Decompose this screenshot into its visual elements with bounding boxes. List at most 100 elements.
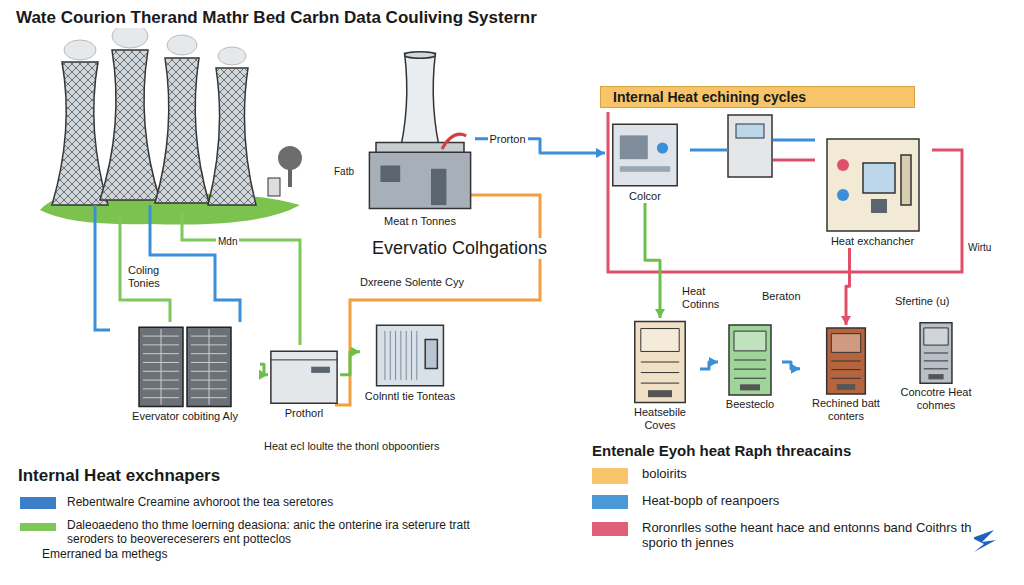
- water-pipe: [690, 149, 728, 152]
- logo: [972, 530, 996, 552]
- icon-part: [740, 384, 760, 390]
- text-label: Mdn: [216, 236, 239, 248]
- icon-part: [920, 323, 952, 384]
- icon-part: [924, 328, 948, 345]
- icon-part: [734, 331, 766, 351]
- equipment-node: Evervator cobiting Aly: [110, 322, 260, 423]
- text-label: Coling Tonies: [126, 264, 180, 289]
- icon-part: [657, 142, 668, 153]
- icon-part: [390, 331, 391, 380]
- equipment-label: Concotre Heat cohmes: [896, 386, 976, 411]
- icon-part: [395, 331, 396, 380]
- text-label: Beraton: [760, 290, 803, 303]
- icon-part: [641, 362, 679, 363]
- icon-part: [928, 374, 943, 379]
- equipment-label: Meat n Tonnes: [382, 215, 458, 228]
- tree-crown: [278, 146, 302, 170]
- text-label: Sfertine (u): [893, 295, 951, 308]
- loop-pipe: [608, 112, 962, 272]
- legend-text: Heat-bopb of reanpoers: [640, 494, 974, 509]
- icon-part: [635, 322, 685, 403]
- steam: [218, 47, 246, 65]
- pipe-connector: [645, 203, 660, 318]
- text-label: Internal Heat exchnapers: [16, 466, 222, 486]
- equipment-label: Evervator cobiting Aly: [130, 410, 240, 423]
- water-pipe: [773, 139, 815, 142]
- band-title: Internal Heat echining cycles: [611, 89, 808, 105]
- icon-part: [827, 139, 919, 231]
- legend-swatch: [592, 522, 628, 536]
- icon-part: [837, 189, 849, 201]
- text-label: Heat ecl loulte the thonl obpoontiers: [262, 440, 442, 453]
- hot-pipe: [773, 159, 815, 162]
- icon-part: [924, 368, 948, 369]
- equipment-icon: [268, 345, 340, 407]
- icon-part: [620, 166, 670, 172]
- equipment-icon: [365, 50, 475, 215]
- cooling-tower: [52, 62, 108, 205]
- cooling-tower: [208, 68, 256, 205]
- legend-swatch: [20, 523, 56, 531]
- icon-part: [311, 367, 330, 373]
- equipment-icon: [372, 318, 448, 390]
- icon-part: [431, 169, 446, 205]
- icon-part: [411, 331, 412, 380]
- equipment-icon: [630, 318, 690, 406]
- equipment-node: Colnntl tie Tonteas: [360, 318, 460, 403]
- text-label: Wirtu: [966, 242, 993, 254]
- tower-hatch: [100, 50, 160, 200]
- icon-part: [380, 166, 400, 183]
- equipment-icon: [917, 320, 955, 386]
- legend-swatch: [592, 468, 628, 484]
- steam: [64, 40, 96, 60]
- icon-part: [831, 361, 860, 362]
- text-label: Entenale Eyoh heat Raph threacains: [590, 442, 853, 459]
- legend-text: Rebentwalre Creamine avhoroot the tea se…: [65, 496, 489, 510]
- text-label: Fatb: [332, 166, 356, 178]
- equipment-node: Colcor: [605, 120, 685, 203]
- arrow-head: [596, 148, 605, 158]
- icon-part: [620, 135, 648, 159]
- legend-text: Daleoaedeno tho thme loerning deasiona: …: [65, 519, 489, 547]
- water-pipe: [95, 205, 110, 330]
- icon-part: [369, 152, 470, 208]
- legend-text: Roronrlles sothe heant hace and entonns …: [640, 521, 974, 551]
- equipment-icon: [823, 325, 869, 397]
- cabinet: [728, 115, 772, 177]
- icon-part: [734, 360, 766, 361]
- equipment-node: Prothorl: [268, 345, 340, 420]
- icon-part: [729, 325, 771, 395]
- icon-part: [924, 360, 948, 361]
- tower-hatch: [52, 62, 108, 205]
- equipment-label: Heat exchancher: [829, 235, 916, 248]
- icon-part: [641, 329, 679, 352]
- icon-part: [209, 329, 210, 405]
- icon-part: [139, 327, 183, 406]
- tower-hatch: [208, 68, 256, 205]
- icon-part: [863, 163, 895, 193]
- tank: [268, 178, 280, 196]
- equipment-node: Concotre Heat cohmes: [896, 320, 976, 411]
- arrow-head: [791, 364, 800, 374]
- arrow-head: [259, 370, 268, 380]
- equipment-label: Prothorl: [283, 407, 326, 420]
- steam: [112, 24, 148, 48]
- icon-part: [187, 327, 231, 406]
- icon-part: [831, 369, 860, 370]
- equipment-icon: [823, 135, 923, 235]
- equipment-icon: [610, 120, 680, 190]
- text-label: Heat Cotinns: [680, 285, 736, 310]
- icon-part: [901, 155, 911, 205]
- icon-part: [384, 331, 385, 380]
- icon-part: [734, 369, 766, 370]
- icon-part: [416, 331, 417, 380]
- icon-part: [648, 390, 672, 397]
- diagram-title: Wate Courion Therand Mathr Bed Carbn Dat…: [14, 8, 539, 28]
- icon-part: [271, 359, 337, 360]
- icon-part: [837, 384, 855, 390]
- hot-pipe: [335, 195, 540, 405]
- cabinet-panel: [736, 124, 764, 138]
- equipment-label: Colnntl tie Tonteas: [363, 390, 457, 403]
- legend-text: boloirits: [640, 467, 974, 482]
